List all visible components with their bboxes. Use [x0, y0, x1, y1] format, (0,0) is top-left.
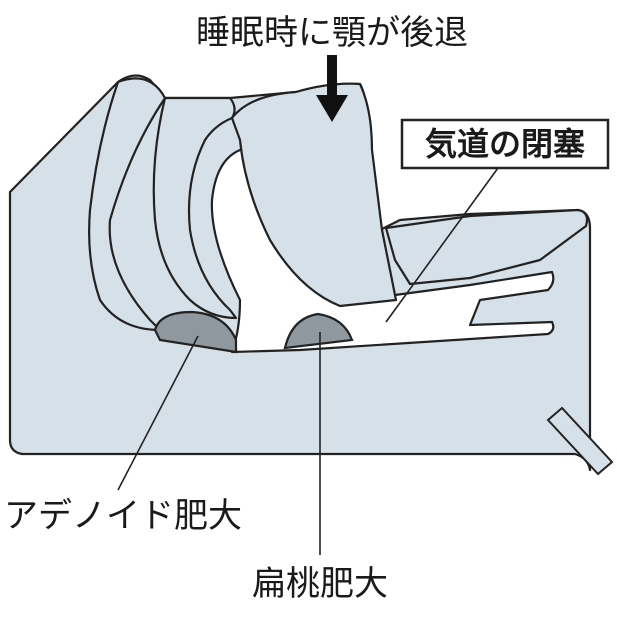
soft-palate-middle — [152, 96, 238, 320]
probe-stick — [546, 406, 614, 476]
jaw-block — [230, 82, 398, 308]
tongue-flap — [384, 208, 589, 286]
airway-obstruction-label: 気道の閉塞 — [425, 125, 585, 163]
down-arrow-icon — [316, 55, 348, 122]
tonsil-hypertrophy-label: 扁桃肥大 — [252, 564, 388, 604]
adenoid-gland — [153, 310, 238, 354]
leader-airway-obstruction — [385, 167, 499, 323]
adenoid-hypertrophy-label: アデノイド肥大 — [4, 496, 242, 536]
jaw-retraction-label: 睡眠時に顎が後退 — [196, 13, 468, 53]
tonsil-gland — [283, 312, 354, 350]
leader-adenoid — [117, 335, 199, 491]
soft-palate-left — [88, 77, 167, 332]
airway-obstruction-box — [400, 118, 610, 170]
